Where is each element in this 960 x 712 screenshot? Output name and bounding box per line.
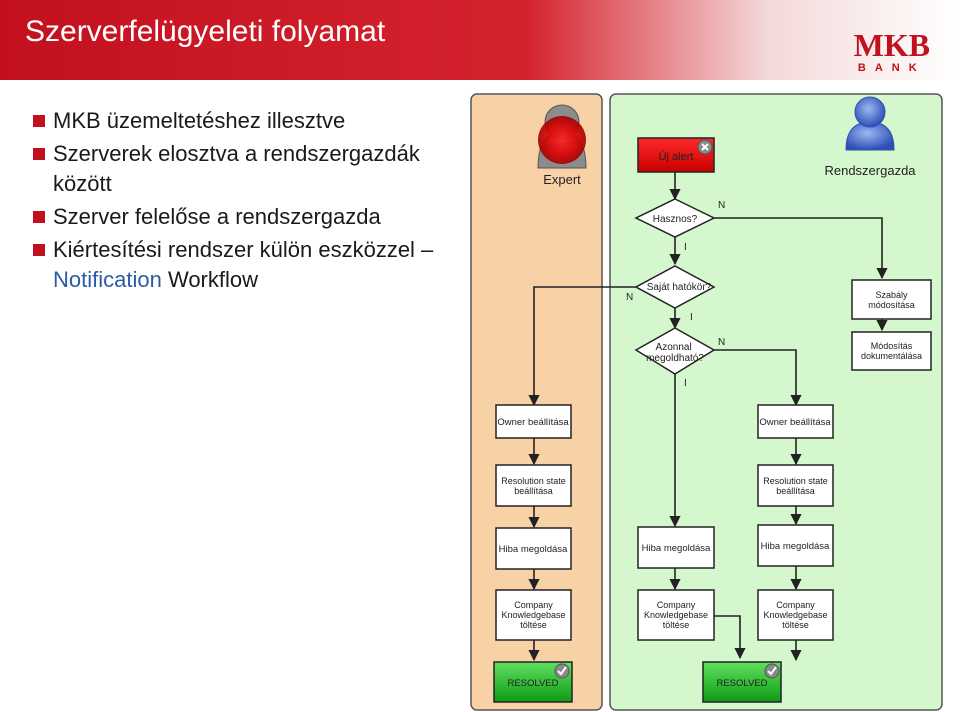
admin-lane-label: Rendszergazda (824, 163, 916, 178)
bullet-square-icon (33, 115, 45, 127)
own-scope-decision-label: Saját hatókör? (647, 282, 712, 293)
useful-decision-label: Hasznos? (653, 214, 698, 225)
kb-right-label: Company Knowledgebase töltése (763, 600, 828, 630)
own-scope-decision: Saját hatókör? (634, 265, 716, 309)
kb-left-box: Company Knowledgebase töltése (495, 589, 572, 641)
kb-right-box: Company Knowledgebase töltése (757, 589, 834, 641)
title-bar: Szerverfelügyeleti folyamat MKB BANK (0, 0, 960, 80)
kb-mid-label: Company Knowledgebase töltése (643, 600, 709, 630)
flow-connectors (528, 172, 888, 662)
bullet-item: Kiértesítési rendszer külön eszközzel – … (33, 235, 443, 295)
resolved-right-box: RESOLVED (702, 661, 782, 703)
fix-left-box: Hiba megoldása (495, 527, 572, 570)
owner-right-label: Owner beállítása (759, 417, 831, 428)
solvable-decision-text: Azonnal (656, 342, 692, 353)
branch-no-useful: N (718, 200, 725, 211)
page-title: Szerverfelügyeleti folyamat (25, 15, 386, 48)
kb-left-label: Company Knowledgebase töltése (501, 600, 566, 630)
bullet-square-icon (33, 244, 45, 256)
owner-right-box: Owner beállítása (757, 404, 834, 439)
expert-lane-label: Expert (543, 172, 581, 187)
solvable-decision-text-line2: megoldható? (646, 353, 704, 364)
kb-mid-box: Company Knowledgebase töltése (637, 589, 715, 641)
fix-mid-box: Hiba megoldása (637, 526, 715, 569)
resolution-left-box: Resolution state beállítása (495, 464, 572, 507)
solvable-decision-label: Azonnal megoldható? (646, 342, 704, 364)
check-icon (764, 663, 780, 679)
bullet-item: Szerverek elosztva a rendszergazdák közö… (33, 139, 443, 199)
resolution-right-label: Resolution state beállítása (763, 475, 828, 496)
useful-decision: Hasznos? (634, 198, 716, 238)
new-alert-box: Új alert (637, 137, 715, 173)
branch-no-scope: N (626, 292, 633, 303)
owner-left-label: Owner beállítása (497, 417, 569, 428)
fix-right-label: Hiba megoldása (761, 541, 830, 552)
expert-person-icon (537, 104, 587, 169)
bullet-square-icon (33, 211, 45, 223)
rule-change-label: Szabály módosítása (868, 289, 915, 310)
resolution-left-label: Resolution state beállítása (501, 475, 566, 496)
logo-mark: MKB (853, 27, 930, 63)
fix-right-box: Hiba megoldása (757, 524, 834, 567)
branch-yes-scope: I (690, 312, 693, 323)
bullet-item: MKB üzemeltetéshez illesztve (33, 106, 443, 136)
owner-left-box: Owner beállítása (495, 404, 572, 439)
new-alert-label: Új alert (659, 150, 694, 163)
fix-mid-label: Hiba megoldása (642, 543, 711, 554)
resolved-right-label: RESOLVED (716, 678, 767, 689)
change-doc-label: Módosítás dokumentálása (860, 341, 923, 361)
close-icon (697, 139, 713, 155)
check-icon (554, 663, 570, 679)
bullet-item: Szerver felelőse a rendszergazda (33, 202, 443, 232)
branch-yes-solvable: I (684, 378, 687, 389)
resolved-left-label: RESOLVED (507, 678, 558, 689)
branch-no-solvable: N (718, 337, 725, 348)
fix-left-label: Hiba megoldása (499, 544, 568, 555)
resolution-right-box: Resolution state beállítása (757, 464, 834, 507)
mkb-bank-logo: MKB BANK (853, 27, 930, 74)
rule-change-box: Szabály módosítása (851, 279, 932, 320)
branch-yes-useful: I (684, 242, 687, 253)
bullet-square-icon (33, 148, 45, 160)
admin-person-icon (845, 96, 895, 151)
change-doc-box: Módosítás dokumentálása (851, 331, 932, 371)
bullet-list: MKB üzemeltetéshez illesztve Szerverek e… (33, 106, 443, 298)
logo-subtext: BANK (857, 62, 926, 74)
resolved-left-box: RESOLVED (493, 661, 573, 703)
solvable-decision: Azonnal megoldható? (634, 327, 716, 375)
